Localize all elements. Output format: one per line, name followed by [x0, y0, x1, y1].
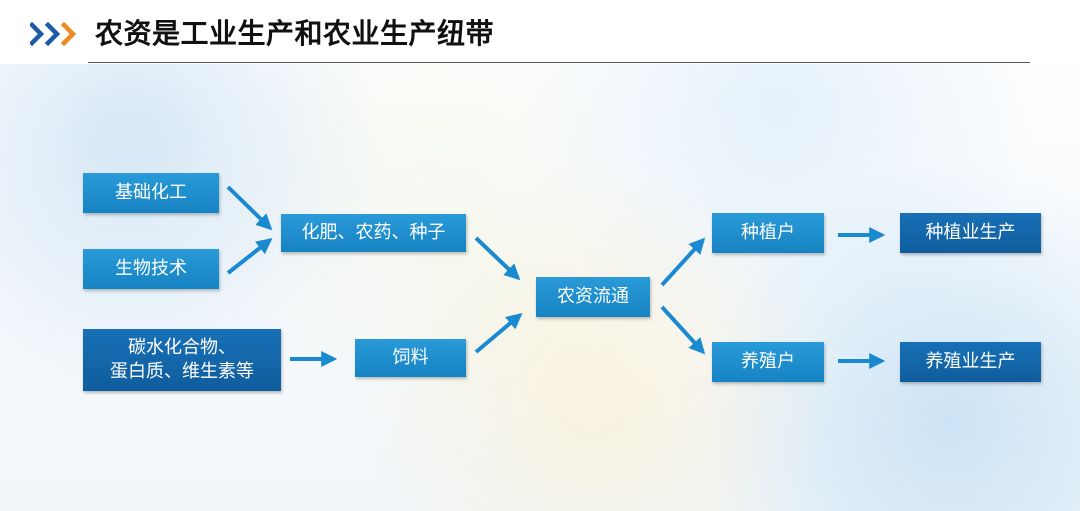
- node-planter: 种植户: [712, 213, 824, 253]
- node-label: 化肥、农药、种子: [301, 222, 446, 243]
- node-planting-production: 种植业生产: [900, 213, 1041, 253]
- page-title: 农资是工业生产和农业生产纽带: [95, 17, 495, 50]
- title-bar: 农资是工业生产和农业生产纽带: [0, 0, 1080, 64]
- node-breeder: 养殖户: [712, 342, 824, 382]
- node-breeding-production: 养殖业生产: [900, 342, 1041, 382]
- node-label: 生物技术: [115, 258, 187, 279]
- node-label-line1: 碳水化合物、: [128, 337, 236, 358]
- node-label-line2: 蛋白质、维生素等: [110, 361, 254, 382]
- node-nutrients: 碳水化合物、 蛋白质、维生素等: [83, 329, 281, 391]
- node-basic-chemical: 基础化工: [83, 173, 219, 213]
- chevron-right-icon: [30, 22, 77, 46]
- node-label: 养殖业生产: [925, 351, 1016, 372]
- node-label: 基础化工: [115, 182, 187, 203]
- node-label: 种植户: [741, 222, 795, 243]
- title-divider: [88, 62, 1030, 63]
- node-label: 农资流通: [557, 286, 629, 307]
- node-fertilizer-pesticide-seed: 化肥、农药、种子: [281, 214, 466, 252]
- node-label: 种植业生产: [925, 222, 1016, 243]
- node-feed: 饲料: [355, 339, 466, 377]
- node-circulation: 农资流通: [536, 277, 650, 317]
- node-biotech: 生物技术: [83, 249, 219, 289]
- node-label: 饲料: [392, 347, 429, 368]
- node-label: 养殖户: [741, 351, 795, 372]
